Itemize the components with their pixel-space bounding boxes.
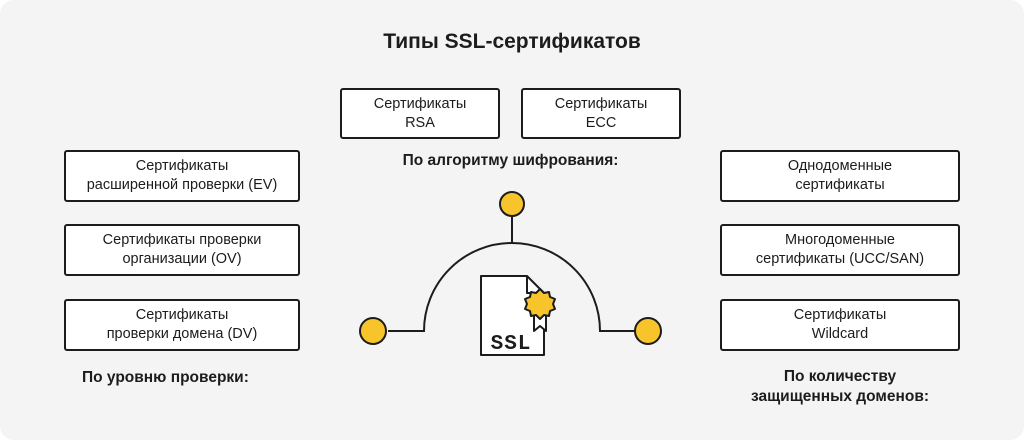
top-node-dot: [499, 191, 525, 217]
domains-item-label: Сертификаты Wildcard: [793, 307, 887, 342]
domains-heading: По количеству защищенных доменов:: [750, 368, 930, 405]
algorithm-item-rsa: Сертификаты RSA: [340, 88, 500, 139]
algorithm-item-ecc: Сертификаты ECC: [521, 88, 681, 139]
validation-heading: По уровню проверки:: [82, 369, 249, 386]
domains-item-label: Многодоменные сертификаты (UCC/SAN): [755, 232, 925, 267]
algorithm-heading: По алгоритму шифрования:: [402, 152, 619, 169]
validation-item-label: Сертификаты проверки домена (DV): [106, 307, 258, 342]
domains-item-multi: Многодоменные сертификаты (UCC/SAN): [720, 224, 960, 276]
right-node-dot: [634, 317, 662, 345]
ssl-certificate-icon: SSL: [480, 275, 556, 356]
domains-item-label: Однодоменные сертификаты: [787, 158, 893, 193]
algorithm-item-label: Сертификаты ECC: [554, 95, 648, 131]
validation-item-label: Сертификаты проверки организации (OV): [102, 232, 262, 267]
page-title: Типы SSL-сертификатов: [383, 30, 641, 53]
domains-item-single: Однодоменные сертификаты: [720, 150, 960, 202]
algorithm-item-label: Сертификаты RSA: [373, 95, 467, 131]
left-node-dot: [359, 317, 387, 345]
domains-item-wildcard: Сертификаты Wildcard: [720, 299, 960, 351]
connector-lines: [388, 216, 636, 332]
validation-item-ev: Сертификаты расширенной проверки (EV): [64, 150, 300, 202]
validation-item-ov: Сертификаты проверки организации (OV): [64, 224, 300, 276]
validation-item-dv: Сертификаты проверки домена (DV): [64, 299, 300, 351]
ssl-icon-label: SSL: [491, 333, 532, 356]
validation-item-label: Сертификаты расширенной проверки (EV): [86, 158, 278, 193]
